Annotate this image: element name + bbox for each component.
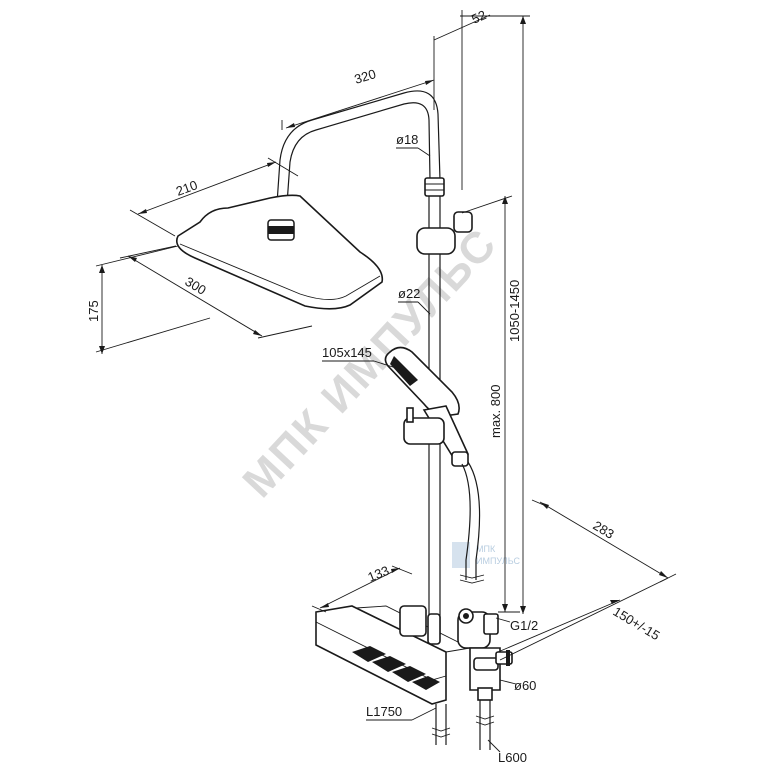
label-hose-long: L1750 (366, 704, 402, 719)
label-shelf-depth: 133 (366, 563, 392, 585)
label-rail-diameter: ø22 (398, 286, 420, 301)
arm-connector (424, 177, 445, 197)
label-head-depth: 210 (174, 177, 200, 199)
label-arm-offset: 52 (469, 7, 488, 27)
dimension-lines (95, 10, 677, 753)
supply-pipes (431, 700, 495, 750)
label-head-height: 175 (86, 300, 101, 322)
hand-holder (403, 417, 445, 445)
label-slide-range: max. 800 (488, 385, 503, 438)
spout-valve (457, 608, 513, 701)
control-buttons (352, 646, 440, 690)
label-arm-diameter: ø18 (396, 132, 418, 147)
mixer-body (399, 605, 427, 637)
label-head-width: 300 (182, 274, 208, 298)
label-depth: 283 (590, 518, 616, 542)
thermostat-shelf (315, 605, 472, 705)
hand-shower (384, 346, 470, 467)
shower-arm (275, 90, 445, 219)
watermark-logo: МПК ИМПУЛЬС (452, 542, 520, 568)
label-thread: G1/2 (510, 618, 538, 633)
watermark-logo-top: МПК (476, 544, 496, 554)
label-hand-shower-size: 105x145 (322, 345, 372, 360)
label-hose-short: L600 (498, 750, 527, 765)
hand-hose (459, 461, 485, 584)
upper-bracket (416, 227, 456, 255)
label-escutcheon: ø60 (514, 678, 536, 693)
label-arm-length: 320 (352, 66, 377, 87)
watermark-logo-bottom: ИМПУЛЬС (476, 556, 520, 566)
label-center-distance: 150+/-15 (610, 604, 662, 643)
label-total-height: 1050-1450 (507, 280, 522, 342)
head-shower (176, 194, 384, 310)
